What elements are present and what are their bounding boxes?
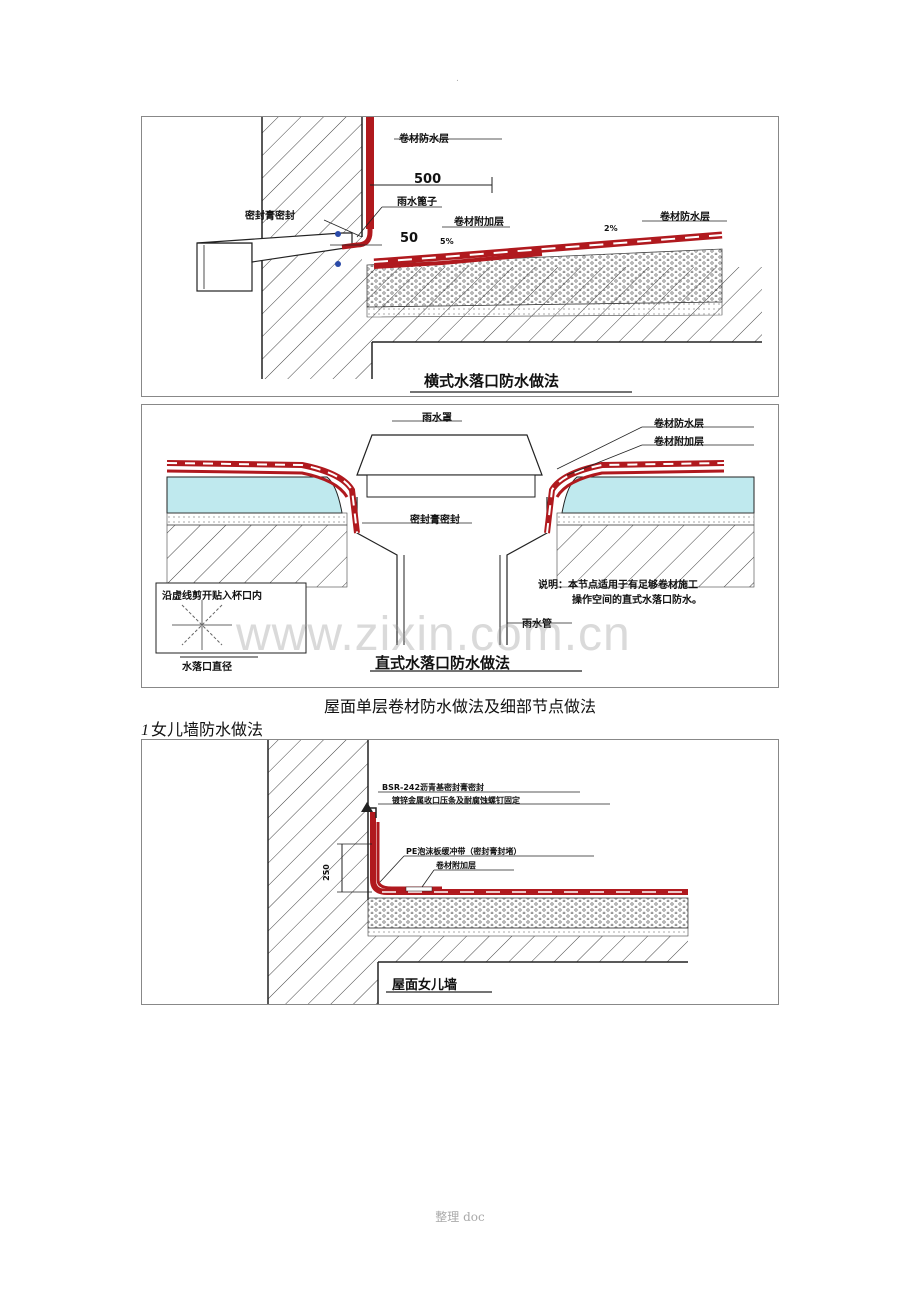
pe-strip-label: PE泡沫板缓冲带（密封膏封堵） [406,847,522,856]
figure2-title: 直式水落口防水做法 [375,654,511,672]
note-line-1: 说明：本节点适用于有足够卷材施工 [538,580,698,591]
membrane-label-top: 卷材防水层 [399,134,449,145]
cut-note-label: 沿虚线剪开贴入杯口内 [162,591,262,602]
membrane-label-right: 卷材防水层 [660,212,710,223]
fixing-label: 镀锌金属收口压条及耐腐蚀螺钉固定 [392,796,520,805]
vertical-drain-figure: 雨水罩 卷材防水层 卷材附加层 密封膏密封 说明：本节点适用于有足够卷材施工 操… [141,404,779,688]
sealant-label: 密封膏密封 [410,515,460,526]
grate-label: 雨水篦子 [397,197,437,208]
section-title: 女儿墙防水做法 [151,720,264,739]
dimension-250: 250 [321,864,331,881]
figure3-title: 屋面女儿墙 [392,978,458,993]
figure1-title: 横式水落口防水做法 [424,372,560,390]
vertical-drain-drawing [155,420,755,672]
section-caption: 屋面单层卷材防水做法及细部节点做法 [323,697,596,716]
slope-2-percent: 2% [604,224,618,233]
membrane-label: 卷材防水层 [654,419,704,430]
horizontal-drain-figure: 卷材防水层 500 雨水篦子 密封膏密封 卷材附加层 卷材防水层 2% 50 5… [141,116,779,397]
dimension-50: 50 [400,231,419,246]
additional-layer-label: 卷材附加层 [436,861,476,870]
additional-layer-label: 卷材附加层 [654,437,704,448]
note-line-2: 操作空间的直式水落口防水。 [572,595,702,606]
slope-5-percent: 5% [440,237,454,246]
horizontal-drain-drawing [196,117,762,393]
page-footer: 整理 doc [435,1210,485,1224]
diameter-label: 水落口直径 [182,662,232,673]
additional-layer-label: 卷材附加层 [454,217,504,228]
parapet-figure: BSR-242沥青基密封膏密封 镀锌金属收口压条及耐腐蚀螺钉固定 PE泡沫板缓冲… [141,739,779,1005]
section-number: 1 [141,722,149,739]
dimension-500: 500 [414,172,442,187]
parapet-drawing [267,740,689,1004]
header-mark: . [456,74,459,84]
pipe-label: 雨水管 [522,619,552,630]
cover-label: 雨水罩 [422,413,452,424]
sealant-label: 密封膏密封 [245,211,295,222]
sealant-label: BSR-242沥青基密封膏密封 [382,783,485,792]
